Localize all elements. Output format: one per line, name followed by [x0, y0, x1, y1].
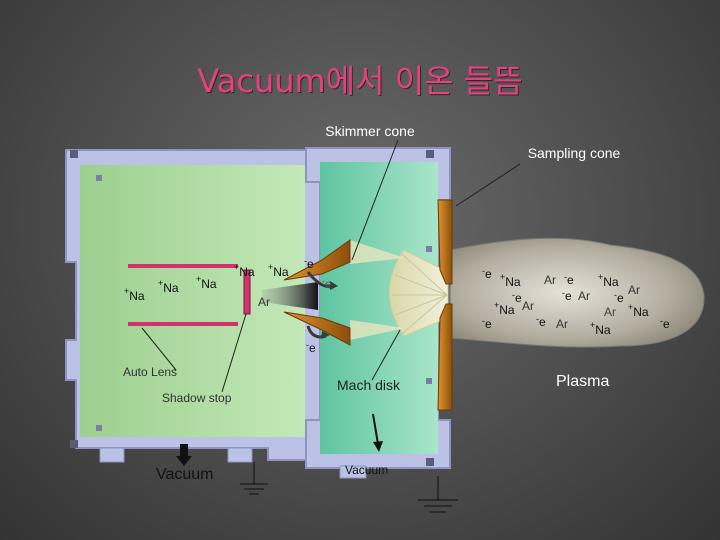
right-chamber	[305, 147, 451, 469]
shadow-stop	[243, 269, 251, 315]
label-vacuum-right: Vacuum	[345, 463, 388, 477]
sodium-ion: +Na	[196, 274, 217, 291]
page-title: Vacuum에서 이온 들뜸	[197, 62, 523, 100]
electron: -e	[482, 316, 492, 331]
auto-lens	[128, 264, 238, 326]
label-mach-disk: Mach disk	[337, 377, 401, 393]
electron: -e	[306, 340, 316, 355]
vacuum-left-arrow	[176, 444, 192, 466]
sodium-ion: +Na	[234, 262, 255, 279]
electron: -e	[564, 272, 574, 287]
skimmer-cone	[283, 239, 351, 346]
electron: -e	[322, 276, 332, 291]
ion-beam	[262, 282, 318, 310]
label-auto-lens: Auto Lens	[123, 365, 177, 379]
sodium-ion: +Na	[124, 286, 145, 303]
label-plasma: Plasma	[556, 373, 609, 390]
sodium-ion: +Na	[598, 272, 619, 289]
leader-lines	[141, 139, 521, 393]
argon-atom: Ar	[556, 317, 568, 331]
electron: -e	[482, 266, 492, 281]
argon-atom: Ar	[544, 273, 556, 287]
supersonic-jet	[350, 240, 449, 340]
sodium-ion: +Na	[500, 272, 521, 289]
ground-symbol-right	[418, 476, 458, 513]
vacuum-right-arrow	[372, 413, 383, 452]
sodium-ion: +Na	[268, 262, 289, 279]
argon-atom: Ar	[522, 299, 534, 313]
label-shadow-stop: Shadow stop	[162, 391, 232, 405]
argon-atom: Ar	[258, 295, 270, 309]
electron: -e	[660, 316, 670, 331]
label-sampling-cone: Sampling cone	[528, 145, 621, 161]
sodium-ion: +Na	[494, 300, 515, 317]
sodium-ion: +Na	[628, 302, 649, 319]
pump-connectors	[99, 447, 367, 479]
argon-atom: Ar	[604, 305, 616, 319]
electron: -e	[512, 290, 522, 305]
left-chamber	[65, 149, 331, 461]
label-skimmer-cone: Skimmer cone	[325, 123, 415, 139]
electron: -e	[614, 290, 624, 305]
electron: -e	[304, 256, 314, 271]
sodium-ion: +Na	[158, 278, 179, 295]
electron: -e	[562, 288, 572, 303]
plasma-region	[449, 237, 705, 348]
sodium-ion: +Na	[590, 320, 611, 337]
electron: -e	[536, 314, 546, 329]
sampling-cone	[437, 199, 453, 411]
label-vacuum-left: Vacuum	[156, 466, 214, 483]
ground-symbol-left	[240, 462, 268, 495]
argon-atom: Ar	[628, 283, 640, 297]
argon-atom: Ar	[578, 289, 590, 303]
